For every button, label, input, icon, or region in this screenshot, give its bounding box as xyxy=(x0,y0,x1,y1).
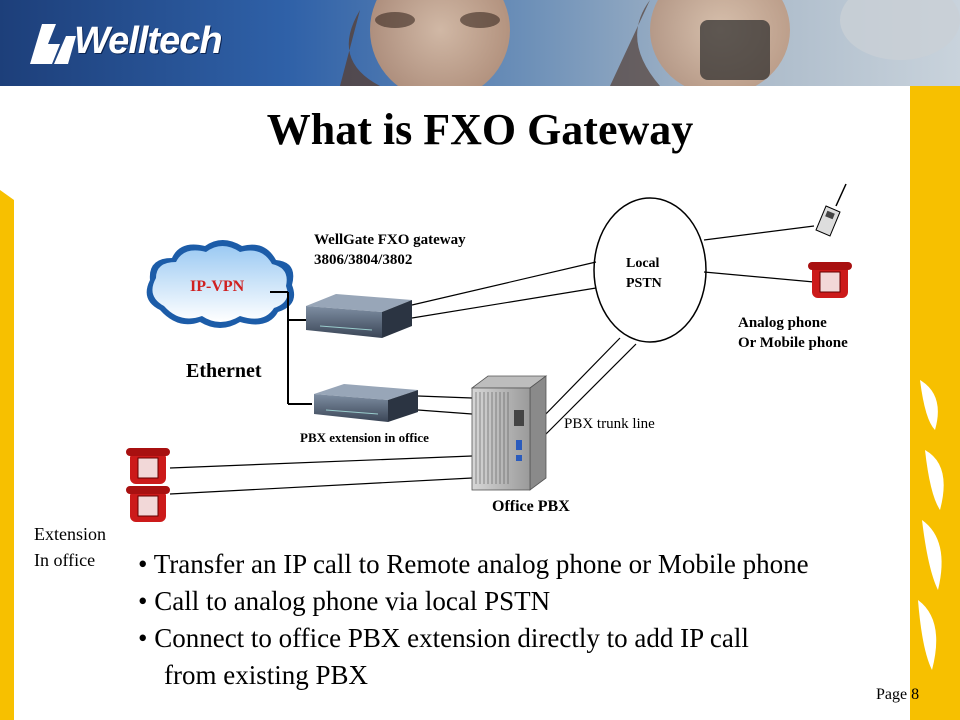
pstn-ellipse xyxy=(593,197,707,343)
bullet-item: • Transfer an IP call to Remote analog p… xyxy=(138,549,809,579)
ethernet-bus xyxy=(270,291,312,405)
extension-phone-icon xyxy=(126,486,170,522)
bullet-item-continuation: from existing PBX xyxy=(164,660,369,690)
gateway-label-line1: WellGate FXO gateway xyxy=(314,232,466,248)
header-banner: Welltech xyxy=(0,0,960,86)
bullet-item: • Connect to office PBX extension direct… xyxy=(138,623,749,653)
fxo-gateway-icon xyxy=(306,294,412,338)
extension-label-line2: In office xyxy=(34,550,96,570)
bullet-item: • Call to analog phone via local PSTN xyxy=(138,586,551,616)
ip-vpn-label: IP-VPN xyxy=(190,278,245,295)
pstn-label-line2: PSTN xyxy=(626,276,662,291)
ethernet-label: Ethernet xyxy=(186,360,262,382)
gateway-label-line2: 3806/3804/3802 xyxy=(314,252,413,268)
brand-name: Welltech xyxy=(74,20,223,62)
connection-lines xyxy=(169,225,815,495)
analog-phone-icon xyxy=(808,262,852,298)
trunk-line-label: PBX trunk line xyxy=(564,416,655,432)
analog-label-line2: Or Mobile phone xyxy=(738,335,848,351)
ip-vpn-cloud-icon xyxy=(146,240,295,328)
office-pbx-icon xyxy=(470,375,548,491)
pbx-extension-label: PBX extension in office xyxy=(300,430,429,445)
slide-title: What is FXO Gateway xyxy=(266,105,694,154)
banner-photo-graphic xyxy=(340,0,960,86)
extension-label-line1: Extension xyxy=(34,524,106,544)
pstn-label-line1: Local xyxy=(626,256,660,271)
mobile-phone-icon xyxy=(815,183,847,237)
office-pbx-label: Office PBX xyxy=(492,498,570,515)
fxo-gateway-icon xyxy=(314,384,418,422)
extension-phone-icon xyxy=(126,448,170,484)
bullet-list: • Transfer an IP call to Remote analog p… xyxy=(138,546,809,694)
page-number: Page 8 xyxy=(876,686,920,703)
welltech-logo-icon xyxy=(30,24,76,64)
analog-label-line1: Analog phone xyxy=(738,315,827,331)
